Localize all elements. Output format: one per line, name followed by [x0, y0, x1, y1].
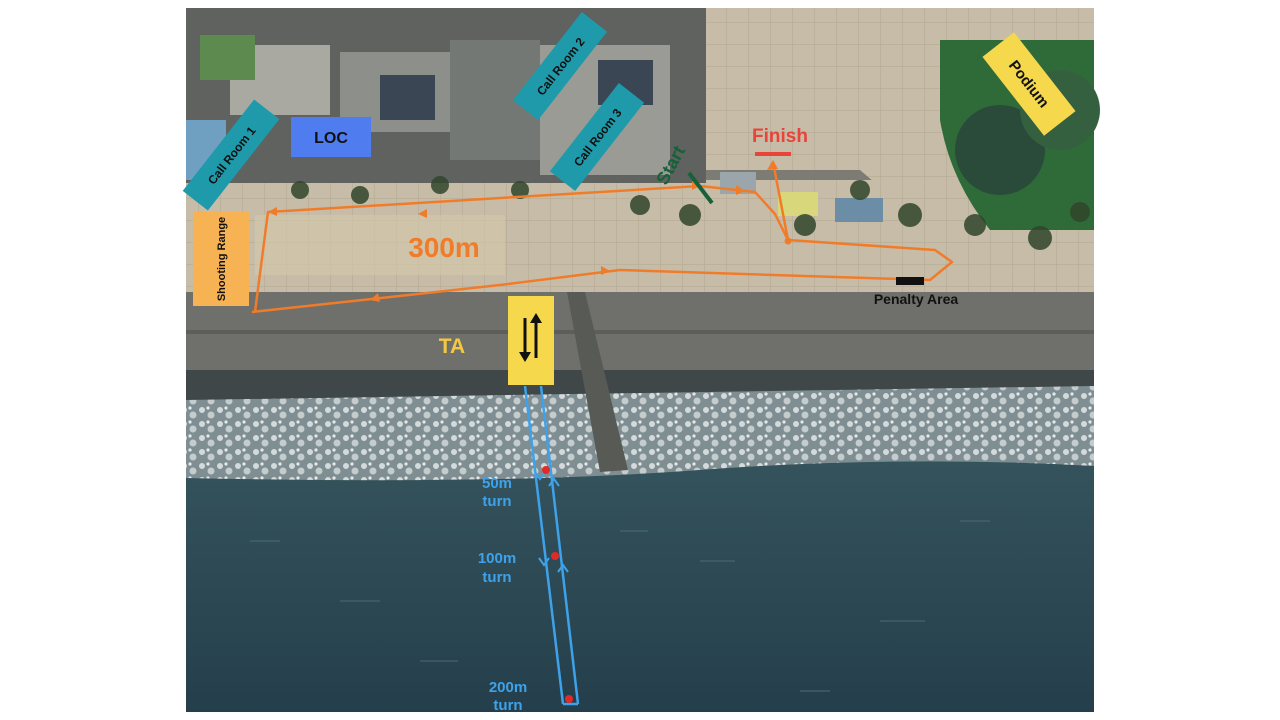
- swim-arrow-down-50: [534, 471, 546, 481]
- run-route-arrows: [268, 160, 792, 302]
- swim-route: [523, 385, 580, 706]
- buoy-markers: [542, 466, 573, 703]
- turn-label-50: 50m turn: [482, 475, 512, 510]
- start-line: [687, 171, 714, 205]
- run-distance-label: 300m: [408, 232, 480, 263]
- swim-arrow-up-100: [557, 563, 569, 573]
- run-route: [251, 161, 954, 314]
- buoy-marker-icon: [542, 466, 550, 474]
- run-arrow-4: [268, 207, 277, 216]
- turn-word-50: turn: [482, 493, 511, 510]
- penalty-area-label: Penalty Area: [874, 291, 959, 307]
- swim-arrow-up-50: [548, 477, 560, 487]
- loc-box: [291, 117, 371, 157]
- buoy-marker-icon: [565, 695, 573, 703]
- run-arrow-3: [418, 209, 427, 218]
- pier: [567, 292, 628, 472]
- run-junction-dot: [784, 237, 792, 245]
- run-arrow-1: [370, 293, 380, 302]
- swim-arrow-down-100: [538, 557, 550, 567]
- shooting-range-box: Shooting Range: [193, 212, 249, 306]
- turn-distance-100: 100m: [478, 550, 516, 567]
- green-roof: [200, 35, 255, 80]
- surf-zone: [186, 386, 1094, 482]
- turn-distance-50: 50m: [482, 475, 512, 492]
- turn-word-100: turn: [482, 569, 511, 586]
- penalty-area-marker: [896, 277, 924, 285]
- transition-area-label: TA: [439, 335, 465, 358]
- aerial-background: [186, 8, 1100, 712]
- swim-route-arrows: [534, 471, 569, 573]
- turn-distance-200: 200m: [489, 679, 527, 696]
- run-arrow-6: [692, 181, 700, 190]
- turn-label-100: 100m turn: [478, 550, 516, 586]
- transition-area: [508, 296, 554, 385]
- sea: [186, 461, 1094, 712]
- finish-line: [755, 152, 791, 156]
- run-arrow-2: [601, 266, 610, 275]
- buoy-marker-icon: [551, 552, 559, 560]
- run-arrow-finish: [767, 160, 778, 170]
- run-arrow-5: [736, 185, 745, 195]
- turn-word-200: turn: [493, 697, 522, 714]
- two-way-arrows-icon: [519, 313, 542, 362]
- finish-label: Finish: [752, 126, 808, 147]
- turn-label-200: 200m turn: [489, 679, 527, 714]
- loc-label: LOC: [314, 130, 348, 147]
- shooting-range-label: Shooting Range: [216, 217, 228, 301]
